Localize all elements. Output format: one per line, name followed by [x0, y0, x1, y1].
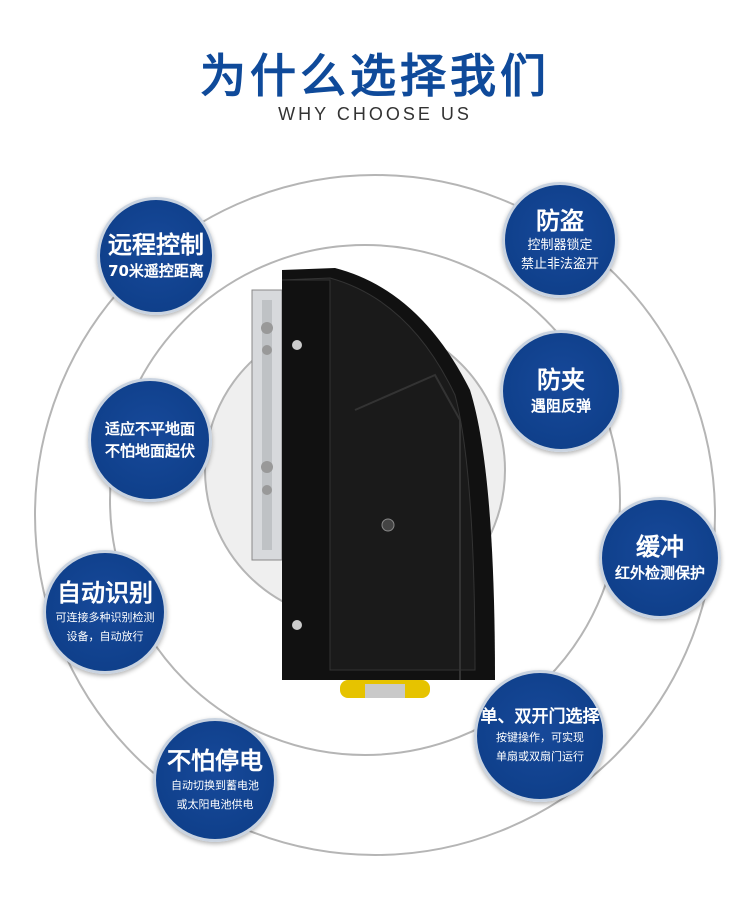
feature-title: 防夹	[537, 366, 585, 394]
feature-anti-pinch: 防夹 遇阻反弹	[500, 330, 622, 452]
feature-desc: 控制器锁定	[527, 238, 593, 253]
feature-title: 防盗	[536, 207, 584, 235]
feature-desc: 遇阻反弹	[530, 397, 591, 415]
feature-title: 自动识别	[57, 579, 153, 607]
feature-auto-recognition: 自动识别 可连接多种识别检测 设备，自动放行	[43, 550, 167, 674]
feature-title: 远程控制	[108, 231, 204, 259]
feature-desc: 或太阳电池供电	[176, 798, 254, 811]
feature-desc: 按键操作，可实现	[496, 731, 584, 744]
page-subtitle: WHY CHOOSE US	[278, 104, 472, 124]
feature-desc: 设备，自动放行	[66, 630, 144, 643]
feature-title: 不怕停电	[167, 747, 263, 775]
feature-power-backup: 不怕停电 自动切换到蓄电池 或太阳电池供电	[153, 718, 277, 842]
feature-desc: 单扇或双扇门运行	[496, 750, 584, 763]
feature-remote-control: 远程控制 70米遥控距离	[97, 197, 215, 315]
feature-desc: 红外检测保护	[614, 564, 705, 582]
feature-desc: 70米遥控距离	[108, 262, 204, 280]
middle-ring	[109, 244, 621, 756]
feature-uneven-ground: 适应不平地面 不怕地面起伏	[88, 378, 212, 502]
feature-title: 单、双开门选择	[480, 707, 600, 727]
feature-desc: 自动切换到蓄电池	[171, 779, 259, 792]
outer-ring	[34, 174, 716, 856]
page-title: 为什么选择我们	[200, 49, 550, 103]
product-image	[251, 268, 495, 698]
feature-buffer: 缓冲 红外检测保护	[599, 497, 721, 619]
feature-desc: 可连接多种识别检测	[55, 611, 155, 624]
feature-anti-theft: 防盗 控制器锁定 禁止非法盗开	[502, 182, 618, 298]
feature-desc: 禁止非法盗开	[520, 257, 599, 272]
feature-desc: 不怕地面起伏	[104, 442, 195, 460]
feature-title: 适应不平地面	[104, 420, 195, 438]
feature-single-double-door: 单、双开门选择 按键操作，可实现 单扇或双扇门运行	[474, 670, 606, 802]
feature-title: 缓冲	[636, 533, 684, 561]
